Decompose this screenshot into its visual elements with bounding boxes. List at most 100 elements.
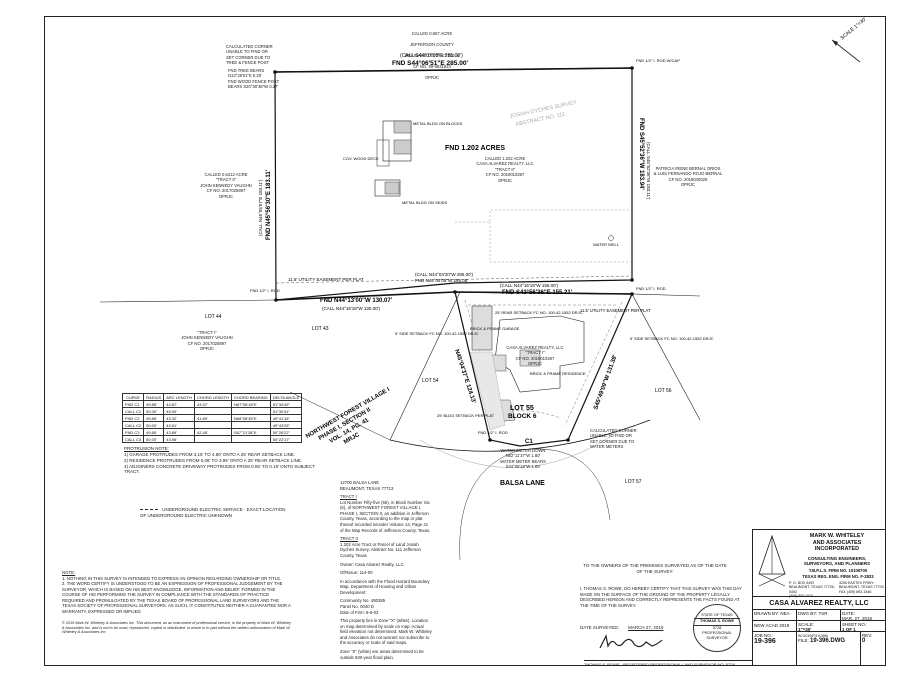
notes: NOTE: 1. NOTHING IN THIS SURVEY IS INTEN… — [62, 570, 292, 635]
lot-43-label: LOT 43 — [312, 326, 329, 332]
utility-easement-label-2: 11.5' UTILITY EASEMENT PER PLAT — [580, 308, 651, 313]
garage-footprint — [471, 305, 493, 351]
firm-tbpls: T.B.P.L.S. FIRM NO. 10106700 — [808, 568, 868, 573]
date-surveyed: DATE SURVEYED: MARCH 27, 2019 — [580, 625, 664, 630]
date-cell: DATE:MAR. 27, 2019 — [841, 610, 885, 621]
residence-label: BRICK & FRAME RESIDENCE — [530, 371, 586, 376]
side-setback-l-label: 5' SIDE SETBACK FC NO. 100-42-1552 DRJC — [395, 331, 479, 336]
firm-services: CONSULTING ENGINEERS, SURVEYORS, AND PLA… — [803, 556, 871, 567]
curve-table-cell: 43.89' — [163, 428, 195, 436]
curve-table-cell: FND C2 — [121, 414, 145, 422]
curve-table-cell: FND C3 — [121, 428, 145, 436]
tract-total-fnd: FND N44°04'05"W 285.08' — [415, 278, 468, 283]
lot-56-label: LOT 56 — [655, 388, 672, 394]
south-east-call: (CALL N44°16'18"W 155.00') — [500, 283, 558, 288]
right-bearing: S45°49'09"W 131.38' — [593, 354, 619, 411]
west-call: (CALL N45°55'57"E 183.11') — [258, 179, 263, 236]
file-cell: W:\2019\P\19-396\ FILE: 19-396.DWG — [797, 632, 861, 665]
water-meter-note: WATER METER DOWN N62°11'37"W 1.60' WATER… — [500, 448, 546, 470]
curve-table-cell: 41.89' — [193, 414, 233, 422]
title-block: MARK W. WHITELEY AND ASSOCIATES INCORPOR… — [752, 529, 886, 666]
block-label: BLOCK 6 — [508, 413, 537, 420]
curve-label: C1 — [525, 439, 533, 445]
curve-table-cell: 50°26'22" — [269, 428, 303, 436]
sheet-cell: SHEET NO.:1 OF 1 — [841, 621, 885, 632]
water-well-label: WATER WELL — [593, 242, 620, 247]
surveyor-seal: STATE OF TEXAS THOMAS S. ROWE 5728 PROFE… — [693, 604, 741, 652]
tract1-neighbor-note: "TRACT I" JOHN KENNEDY VAUGHN CF NO. 201… — [181, 330, 233, 352]
curve-table-cell — [193, 407, 233, 415]
curve-table-cell: 42.48' — [193, 428, 233, 436]
curve-table-cell — [231, 421, 271, 429]
curve-table-cell: 45.00' — [163, 407, 195, 415]
lot-44-label: LOT 44 — [205, 314, 222, 320]
metal-bldg-2-label: METAL BLDG ON SKIDS — [402, 200, 447, 205]
fnd-irod-3: FND 1/2" I. ROD — [478, 430, 508, 435]
curve-table-cell: 51°30'41" — [269, 407, 303, 415]
dwg-by-cell: DWG BY: TSR — [797, 610, 841, 621]
north-call: (CALL S44°07'03"E 285.00') — [400, 53, 463, 59]
curve-table-cell: CALL C3 — [121, 435, 145, 443]
curve-table-cell: 50.00' — [143, 435, 165, 443]
curve-table-cell — [231, 407, 271, 415]
owner-called-note: CALLED 1.202 ACRE CASA ALVAREZ REALTY, L… — [476, 156, 534, 183]
side-setback-r-label: 5' SIDE SETBACK FC NO. 100-42-1552 DRJC — [630, 336, 714, 341]
underground-line-icon — [140, 509, 158, 511]
fnd-irod-ne: FND 1/2" I. ROD W/CAP — [636, 58, 680, 63]
curve-table-cell: CALL C1 — [121, 407, 145, 415]
tract-ii-boundary — [274, 67, 633, 301]
corner-se-note: CALCULATED CORNER UNABLE TO FIND OR SET … — [590, 428, 637, 450]
curve-table-cell: S67°21'28"E — [231, 428, 271, 436]
protrusion-item: 3) ADJOINERS CONCRETE DRIVEWAY PROTRUDES… — [124, 463, 315, 475]
metal-building-2 — [374, 179, 401, 197]
protrusion-note: PROTRUSION NOTE: 1) GARAGE PROTRUDES FRO… — [124, 446, 324, 475]
metal-bldg-1-label: METAL BLDG ON BLOCKS — [413, 121, 463, 126]
fnd-irod-1: FND 1/2" I. ROD — [250, 288, 280, 293]
lot-57-label: LOT 57 — [625, 479, 642, 485]
curve-table-cell — [193, 421, 233, 429]
west-line: FND N45°56'30"E 183.11' — [266, 169, 272, 240]
certification-to: TO THE OWNERS OF THE PREMISES SURVEYED A… — [583, 563, 727, 574]
curve-table-cell: 49.85' — [143, 414, 165, 422]
corner-nw-note: CALCULATED CORNER UNABLE TO FIND OR SET … — [226, 44, 273, 66]
protrusion-title: PROTRUSION NOTE: — [124, 446, 170, 451]
east-neighbor-note: PATRICIA IRENE BERNAL ORIOS & LUIS FERNA… — [653, 166, 723, 188]
legend: UNDERGROUND ELECTRIC SERVICE - EXACT LOC… — [140, 507, 286, 518]
curve-table-cell: 49°43'25" — [269, 421, 303, 429]
curve-table-cell: 49.85' — [143, 428, 165, 436]
curve-table-cell: 50°22'17" — [269, 435, 303, 443]
curve-table-cell: 49.85' — [143, 400, 165, 408]
lot-54-label: LOT 54 — [422, 378, 439, 384]
curve-table-cell: N68°08'35"E — [231, 414, 271, 422]
acad-cell: NEW ACAD 2019 — [753, 621, 797, 632]
lot-label: LOT 55 — [510, 405, 534, 412]
protrusion-item: 1) GARAGE PROTRUDES FROM 3.15' TO 4.80' … — [124, 451, 296, 457]
wood-deck-label: COV. WOOD DECK — [343, 156, 379, 161]
corner-markers — [273, 66, 634, 442]
north-parcel-note: CALLED 0.667 ACRE JEFFERSON COUNTY DRAIN… — [404, 31, 460, 81]
curve-table-cell: 49°41'16" — [269, 414, 303, 422]
bldg-setback-label: 25' BLDG SETBACK PER PLAT — [437, 413, 495, 418]
curve-table-header: CURVE RADIUS ARC LENGTH CHORD LENGTH CHO… — [121, 393, 303, 401]
property-info: 12700 BALSA LANE BEAUMONT, TEXAS 77713 T… — [340, 480, 432, 660]
water-well-icon — [608, 235, 614, 241]
protrusion-item: 2) RESIDENCE PROTRUDES FROM 0.06' TO 3.9… — [124, 457, 303, 463]
surveyor-line: THOMAS S. ROWE - REGISTERED PROFESSIONAL… — [584, 660, 754, 667]
scale-cell: SCALE:1"=30' — [797, 621, 841, 632]
scale-label: SCALE 1"=30' — [839, 16, 867, 41]
curve-table-cell: 43.37' — [193, 400, 233, 408]
south-west-line: FND N44°13'00"W 130.07' — [320, 298, 393, 304]
curve-table-cell — [193, 435, 233, 443]
south-west-call: (CALL N44°16'18"W 130.00') — [322, 306, 380, 311]
curve-table-cell: 43.61' — [163, 421, 195, 429]
corner-nw-ties: FND TREE BEARS N13°28'01"E 0.20' FND WOO… — [228, 68, 280, 90]
south-east-line: FND S43°56'36"E 155.21' — [502, 290, 573, 296]
curve-table-cell: 50.00' — [143, 421, 165, 429]
signature-image — [599, 634, 663, 649]
wood-deck — [376, 139, 390, 167]
east-line: FND S45°52'36"W 183.94' — [638, 118, 644, 190]
